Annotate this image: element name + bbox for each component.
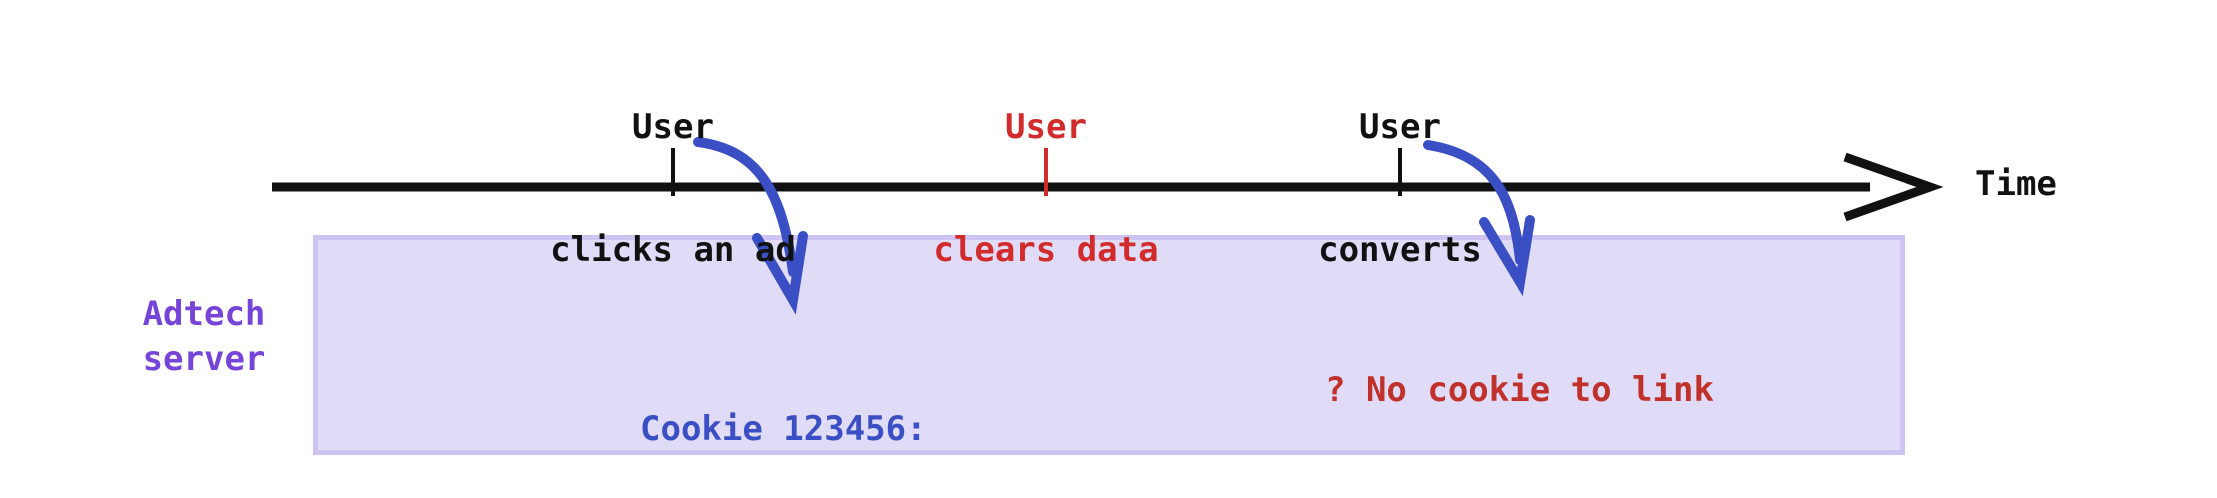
caption-click-line-1: User bbox=[632, 107, 714, 147]
adtech-server-band bbox=[313, 235, 1905, 455]
blue-arrowhead-convert bbox=[1479, 215, 1535, 297]
caption-clear-line-1: User bbox=[1005, 107, 1087, 147]
no-cookie-conversion-message: ? No cookie to link this conversion to ⇒… bbox=[1325, 278, 1714, 498]
adtech-server-label: Adtech server bbox=[104, 292, 304, 382]
blue-arrow-convert-to-no-cookie bbox=[1423, 140, 1525, 265]
event-caption-user-clears-data: User clears data bbox=[806, 25, 1286, 353]
adtech-label-line-2: server bbox=[142, 339, 266, 379]
caption-clear-line-2: clears data bbox=[933, 230, 1159, 270]
time-axis-label: Time bbox=[1975, 164, 2057, 204]
adtech-label-line-1: Adtech bbox=[142, 294, 266, 334]
caption-click-line-2: clicks an ad bbox=[550, 230, 796, 270]
event-caption-user-converts: User converts bbox=[1180, 25, 1620, 353]
blue-arrow-click-to-cookie bbox=[693, 137, 798, 277]
cookie-logged-message: Cookie 123456: Ad clicked bbox=[640, 317, 927, 498]
no-cookie-line-1: ? No cookie to link bbox=[1325, 370, 1714, 410]
caption-convert-line-1: User bbox=[1359, 107, 1441, 147]
event-caption-user-clicks-an-ad: User clicks an ad bbox=[403, 25, 943, 353]
blue-arrowhead-click bbox=[752, 231, 808, 315]
caption-convert-line-2: converts bbox=[1318, 230, 1482, 270]
time-axis-arrowhead bbox=[1843, 152, 1944, 222]
cookie-message-line-1: Cookie 123456: bbox=[640, 409, 927, 449]
